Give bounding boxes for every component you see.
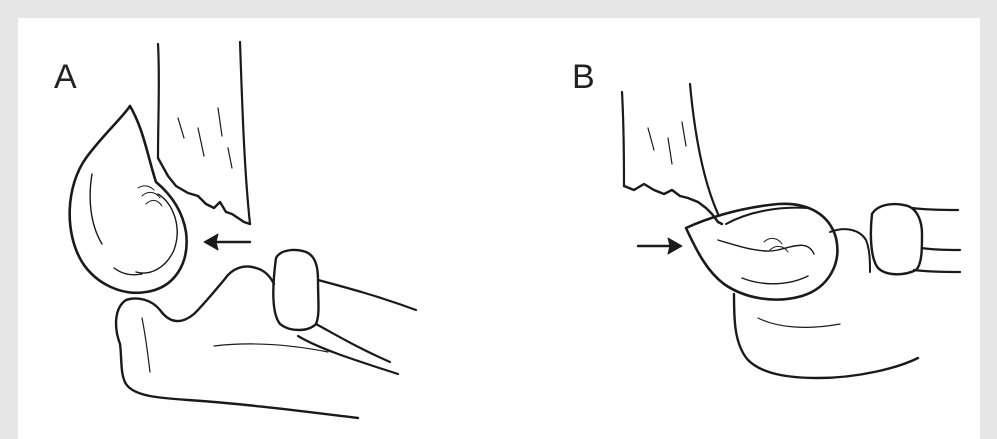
fracture-line-b — [624, 184, 722, 224]
arrow-head-b — [668, 238, 682, 254]
ulna-inner-b — [758, 318, 840, 327]
fracture-line-a — [158, 158, 250, 224]
radius-head-a — [273, 250, 318, 330]
ulna-b — [734, 294, 918, 378]
displaced-fragment-b — [686, 204, 837, 300]
arrow-head-a — [204, 234, 218, 250]
radius-head-b — [871, 204, 922, 274]
illustration-a — [70, 42, 416, 418]
ulna-upper-a — [126, 267, 274, 322]
shaft-hatch-b — [648, 122, 686, 164]
displaced-fragment-a — [70, 106, 187, 293]
radius-shaft-a — [298, 280, 416, 374]
ulna-inner-a — [142, 318, 328, 372]
elbow-diagram — [18, 18, 980, 439]
figure-panel: A B — [18, 18, 980, 439]
ulna-a — [116, 300, 358, 418]
fragment-inner-b — [718, 240, 814, 284]
shaft-hatch-a — [178, 108, 232, 168]
illustration-b — [622, 84, 960, 378]
fragment-hatch-a — [138, 186, 162, 206]
